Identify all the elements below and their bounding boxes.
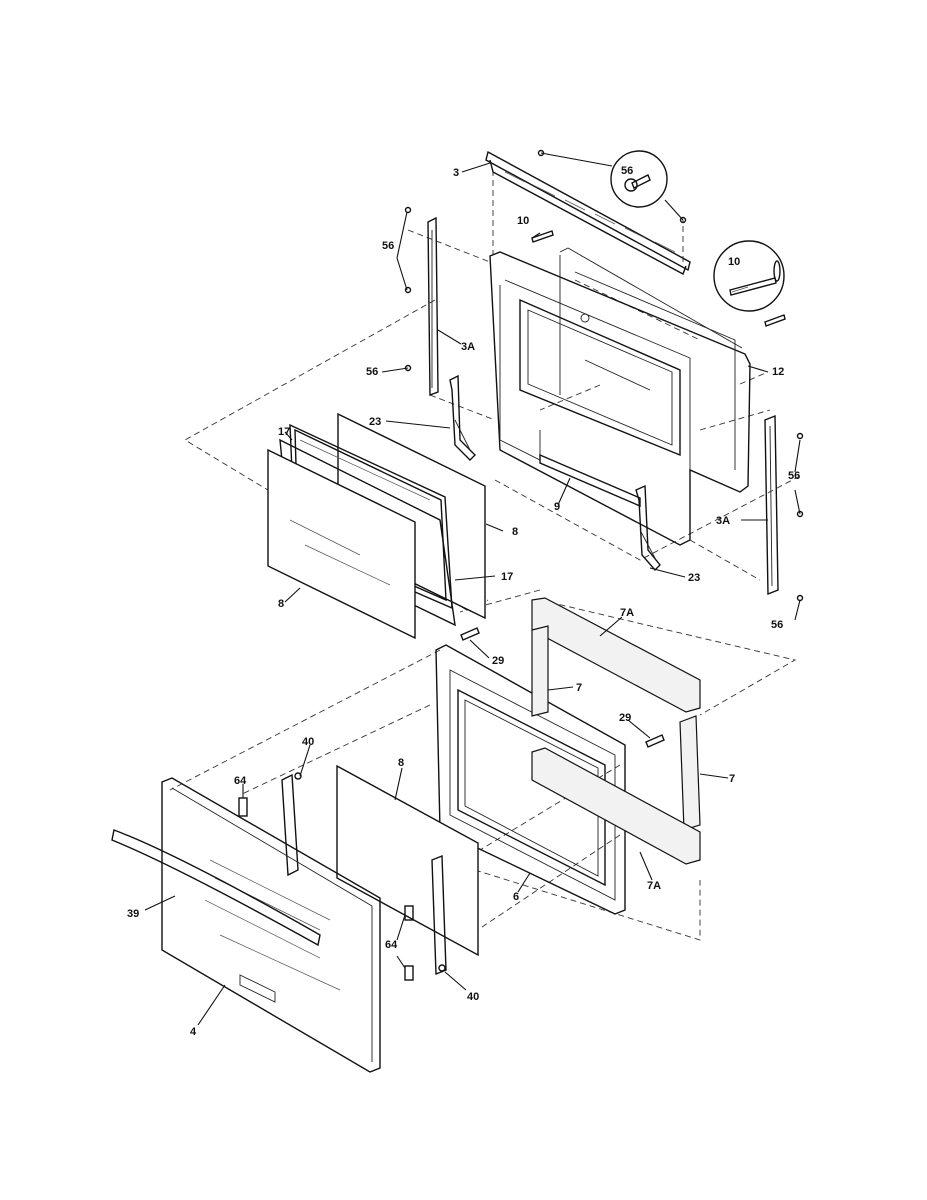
- callout-17-bottom: 17: [501, 571, 513, 583]
- hinge-pin-part-10: [531, 230, 786, 327]
- hinge-right-part-23: [635, 484, 661, 572]
- callout-56-left2: 56: [366, 366, 378, 378]
- callout-3: 3: [453, 167, 459, 179]
- bracket-part-40-bottom: [431, 854, 447, 976]
- detail-circle-hinge-pin-10: [713, 240, 785, 312]
- callout-12: 12: [772, 366, 784, 378]
- callout-9: 9: [554, 501, 560, 513]
- callout-17-top: 17: [278, 426, 290, 438]
- callout-7A-top: 7A: [620, 607, 634, 619]
- callout-3A-left: 3A: [461, 341, 475, 353]
- outer-door-panel-part-4: [161, 777, 381, 1073]
- detail-circle-screw-56: [610, 150, 668, 208]
- side-trim-right-part-3A: [764, 414, 779, 596]
- pin-part-29-right: [645, 734, 665, 748]
- insulation-7-left: [531, 625, 549, 717]
- inner-door-liner-part-12: [489, 247, 751, 546]
- clip-part-64-top: [238, 797, 248, 817]
- callout-8-back: 8: [512, 526, 518, 538]
- callout-7-right: 7: [729, 773, 735, 785]
- callout-64-top: 64: [234, 775, 247, 787]
- callout-4: 4: [190, 1026, 197, 1038]
- clip-part-64-bottom-a: [404, 905, 414, 921]
- callout-3A-right: 3A: [716, 515, 730, 527]
- callout-56-detail: 56: [621, 165, 633, 177]
- callout-29-right: 29: [619, 712, 631, 724]
- callout-23-left: 23: [369, 416, 381, 428]
- callout-7A-bottom: 7A: [647, 880, 661, 892]
- hinge-left-part-23: [449, 374, 476, 461]
- clip-part-64-bottom-b: [404, 965, 414, 981]
- callout-8-front: 8: [278, 598, 284, 610]
- callout-10: 10: [517, 215, 529, 227]
- callout-56-left: 56: [382, 240, 394, 252]
- callout-6: 6: [513, 891, 519, 903]
- insulation-7A-bottom: [531, 747, 701, 865]
- callout-10-detail: 10: [728, 256, 740, 268]
- insulation-7-right: [679, 715, 701, 831]
- callout-40-top: 40: [302, 736, 314, 748]
- callout-7-left: 7: [576, 682, 582, 694]
- bracket-part-40-top: [281, 772, 302, 877]
- callout-39: 39: [127, 908, 139, 920]
- vent-trim-part-3: [485, 150, 691, 275]
- callout-56-right: 56: [788, 470, 800, 482]
- handle-part-39: [111, 829, 321, 947]
- callout-64-bottom: 64: [385, 939, 398, 951]
- callout-8-mid: 8: [398, 757, 404, 769]
- callout-56-right2: 56: [771, 619, 783, 631]
- leader-lines: [144, 152, 801, 1026]
- glass-panel-front-part-8: [267, 448, 416, 640]
- pin-part-29-left: [460, 627, 480, 641]
- insulation-7A-top: [531, 597, 701, 713]
- callout-labels: 3 56 56 56 56 56 10 10 3A 3A 12 23 23 17…: [127, 165, 800, 1038]
- side-trim-left-part-3A: [427, 216, 439, 397]
- callout-29-left: 29: [492, 655, 504, 667]
- latch-plate-part-9: [539, 453, 641, 508]
- glass-panel-mid-part-8: [336, 764, 479, 957]
- callout-40-bottom: 40: [467, 991, 479, 1003]
- callout-23-right: 23: [688, 572, 700, 584]
